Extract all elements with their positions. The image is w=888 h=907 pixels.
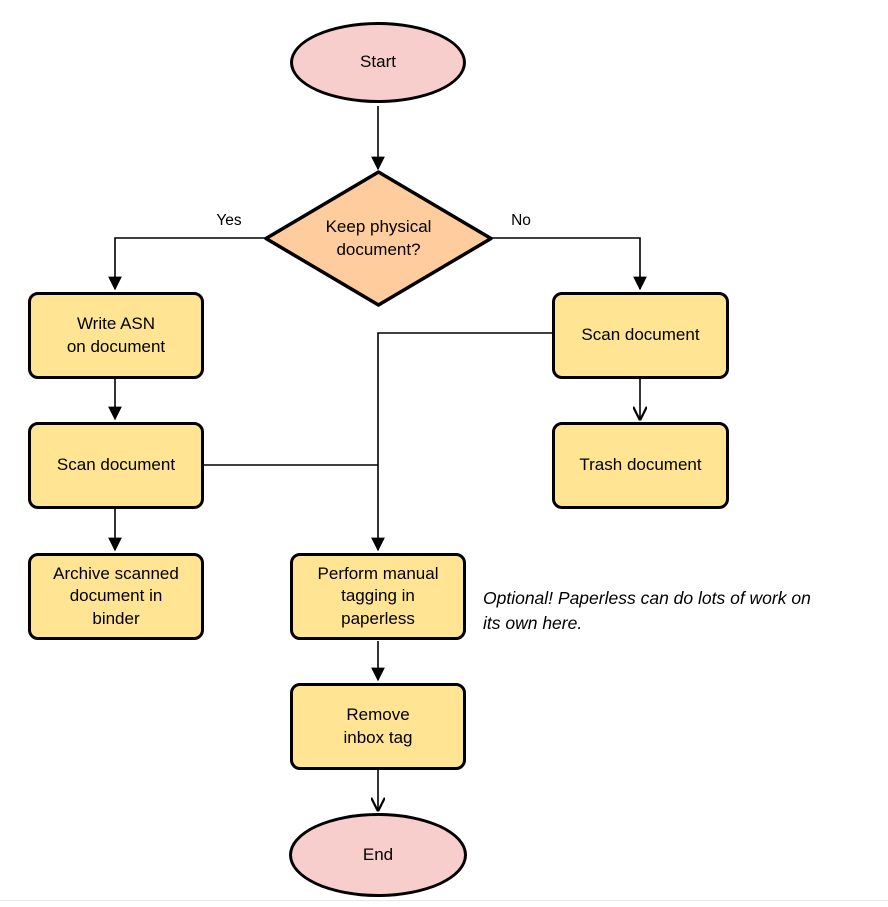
node-trash-document: Trash document bbox=[552, 422, 729, 509]
node-archive-document: Archive scanned document in binder bbox=[28, 553, 204, 640]
node-manual-tagging-label: Perform manual tagging in paperless bbox=[317, 563, 439, 628]
edge-decision-yes-to-write-asn bbox=[108, 237, 266, 291]
note-optional: Optional! Paperless can do lots of work … bbox=[483, 588, 811, 634]
node-start: Start bbox=[290, 22, 466, 103]
node-scan-document-right: Scan document bbox=[552, 292, 729, 379]
edge-decision-no-to-scan-right bbox=[491, 237, 647, 291]
node-end: End bbox=[289, 813, 467, 897]
node-trash-document-label: Trash document bbox=[579, 455, 702, 475]
diamond-shape bbox=[264, 170, 493, 307]
node-scan-document-left-label: Scan document bbox=[56, 455, 176, 475]
canvas-bottom-edge bbox=[0, 900, 888, 901]
node-start-label: Start bbox=[360, 52, 396, 72]
edge-label-yes: Yes bbox=[199, 212, 259, 230]
node-write-asn: Write ASN on document bbox=[28, 292, 204, 379]
node-decision-label: Keep physical document? bbox=[325, 217, 432, 259]
node-remove-inbox-tag: Remove inbox tag bbox=[290, 683, 466, 770]
edge-scan-right-to-manual-tagging bbox=[371, 332, 552, 552]
node-scan-document-left: Scan document bbox=[28, 422, 204, 509]
node-archive-document-label: Archive scanned document in binder bbox=[53, 563, 179, 628]
node-manual-tagging: Perform manual tagging in paperless bbox=[290, 553, 466, 640]
node-scan-document-right-label: Scan document bbox=[581, 325, 700, 345]
node-decision-keep-physical-document: Keep physical document? bbox=[263, 169, 494, 308]
node-end-label: End bbox=[362, 844, 394, 864]
node-remove-inbox-tag-label: Remove inbox tag bbox=[343, 705, 413, 747]
node-write-asn-label: Write ASN on document bbox=[66, 314, 166, 356]
edge-label-no: No bbox=[491, 212, 551, 230]
